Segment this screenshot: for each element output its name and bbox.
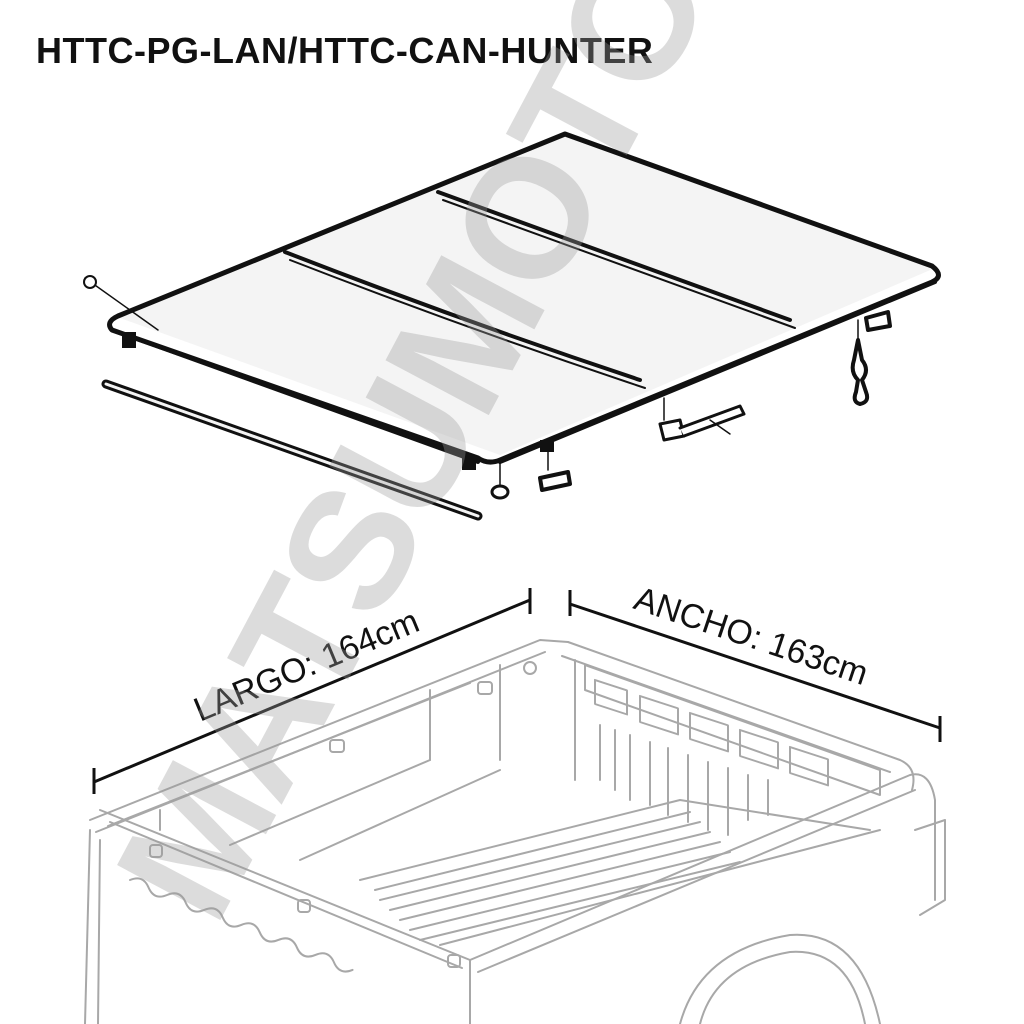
truck-bed-illustration — [84, 639, 946, 1024]
width-dimension-line — [569, 602, 941, 730]
length-dimension-line — [93, 598, 531, 784]
watermark: MATSUMOTO — [80, 0, 747, 947]
dimension-lines — [92, 588, 942, 794]
product-title: HTTC-PG-LAN/HTTC-CAN-HUNTER — [36, 30, 654, 71]
tonneau-cover-illustration — [83, 131, 941, 521]
